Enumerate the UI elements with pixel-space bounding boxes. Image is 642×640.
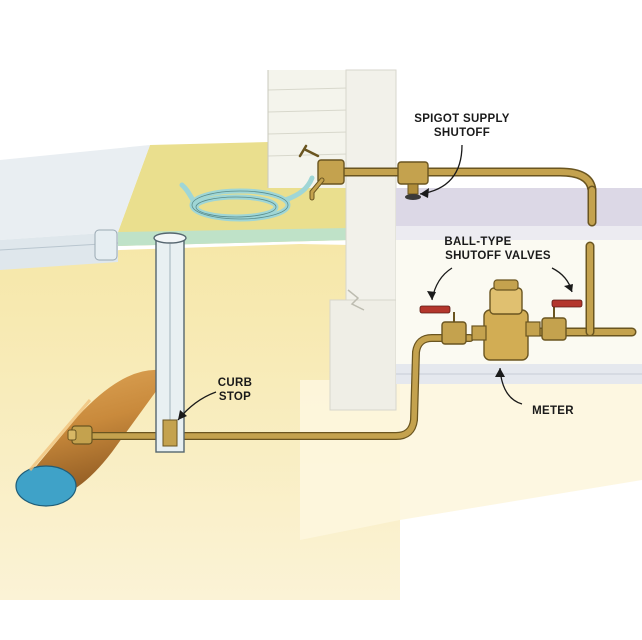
garden-hose-outline	[191, 190, 289, 220]
arrow-meter	[495, 368, 505, 377]
water-main-top-edge	[28, 399, 92, 471]
label-spigot-line2: SHUTOFF	[434, 127, 490, 139]
sidewalk	[0, 145, 150, 240]
label-meter: METER	[532, 405, 574, 417]
wall-break	[347, 289, 365, 311]
foundation-footing	[329, 299, 397, 411]
spigot	[298, 144, 345, 201]
curb-post	[94, 229, 118, 261]
water-main-end	[15, 465, 77, 507]
curb-edge	[0, 232, 118, 270]
arrow-heads	[178, 188, 573, 420]
label-spigot-line1: SPIGOT SUPPLY	[414, 113, 510, 125]
basement-sill	[396, 188, 642, 226]
service-line	[74, 334, 474, 440]
ball-valve-right	[541, 299, 583, 341]
arrow-spigot	[420, 188, 429, 198]
arrow-ball-left	[427, 291, 436, 300]
soil-right	[300, 380, 642, 540]
arrow-curb	[178, 410, 187, 420]
spigot-shutoff-valve	[397, 161, 429, 200]
siding-lines	[267, 87, 349, 157]
curb-stop-box	[153, 232, 187, 453]
meter	[471, 279, 541, 361]
corporation-stop	[67, 425, 93, 445]
label-curb-line1: CURB	[218, 377, 252, 389]
basement-floor	[396, 226, 642, 240]
label-ball-line2: SHUTOFF VALVES	[445, 250, 551, 262]
label-ball-line1: BALL-TYPE	[444, 236, 511, 248]
ball-valve-left	[419, 305, 467, 345]
label-curb-line2: STOP	[219, 391, 251, 403]
arrow-ball-right	[564, 284, 573, 292]
